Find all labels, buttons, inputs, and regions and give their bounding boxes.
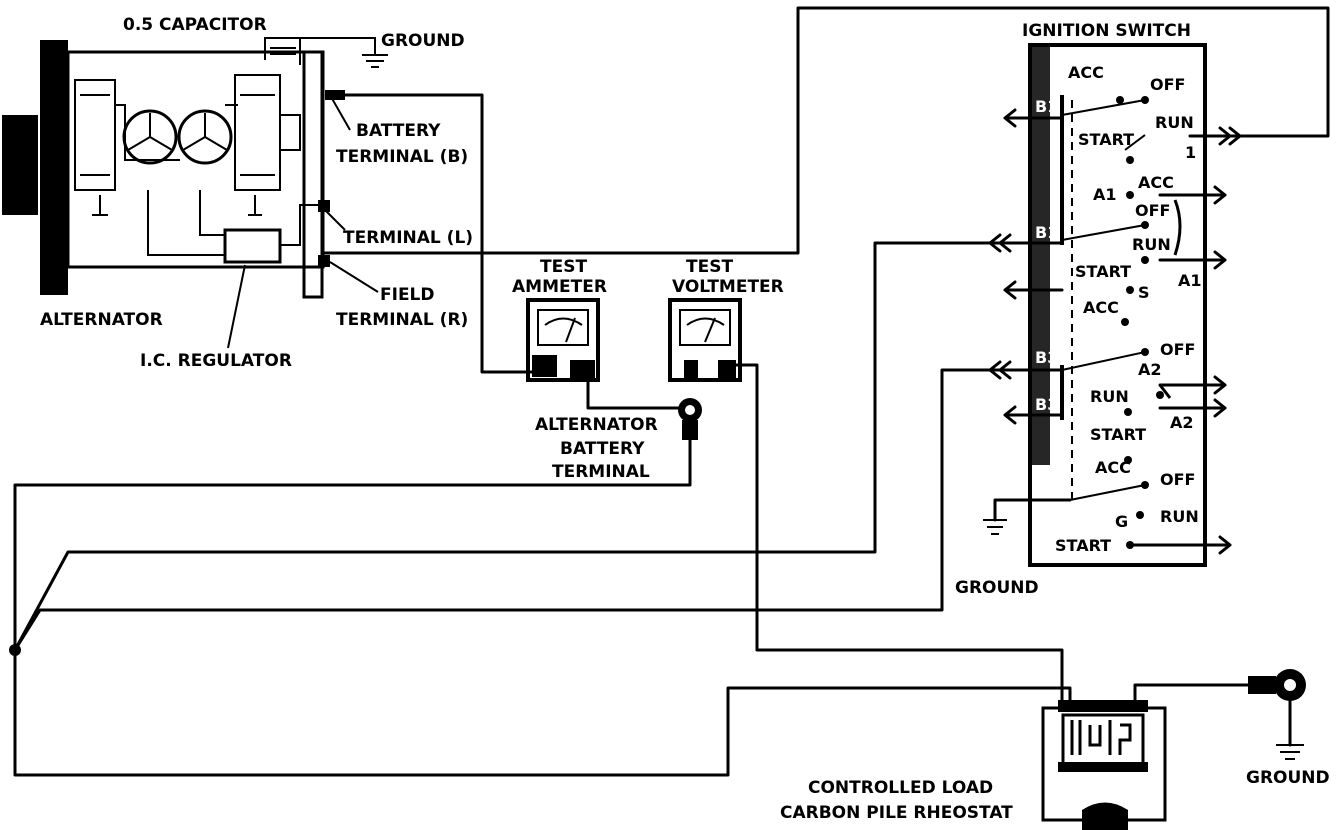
alt-batt-terminal-label-1: ALTERNATOR bbox=[535, 415, 658, 435]
sw-off-3: OFF bbox=[1160, 340, 1195, 359]
field-terminal-label-2: TERMINAL (R) bbox=[336, 310, 468, 330]
alternator-battery-terminal-connector bbox=[678, 398, 702, 440]
test-voltmeter-label-1: TEST bbox=[686, 257, 733, 277]
sw-a2-top: A2 bbox=[1138, 360, 1162, 379]
ground-label-rheostat: GROUND bbox=[1246, 768, 1330, 788]
ic-regulator-box bbox=[223, 228, 282, 264]
wire-junction bbox=[9, 644, 21, 656]
ic-regulator-label: I.C. REGULATOR bbox=[140, 351, 292, 371]
ground-clamp bbox=[1248, 669, 1306, 760]
sw-run-2: RUN bbox=[1132, 235, 1171, 254]
sw-a2-bot: A2 bbox=[1170, 413, 1194, 432]
sw-off-4: OFF bbox=[1160, 470, 1195, 489]
test-voltmeter-label-2: VOLTMETER bbox=[672, 277, 784, 297]
alternator-end-frame bbox=[40, 40, 68, 295]
capacitor bbox=[264, 37, 376, 65]
sw-start-4: START bbox=[1055, 536, 1111, 555]
sw-a1-left: A1 bbox=[1093, 185, 1117, 204]
sw-acc-2: ACC bbox=[1138, 173, 1174, 192]
sw-off-2: OFF bbox=[1135, 201, 1170, 220]
alt-batt-terminal-label-2: BATTERY bbox=[560, 439, 645, 459]
stator-windings bbox=[115, 104, 238, 165]
test-ammeter bbox=[526, 298, 600, 382]
ground-label-top: GROUND bbox=[381, 31, 465, 51]
test-voltmeter bbox=[668, 298, 742, 382]
sw-start-3: START bbox=[1090, 425, 1146, 444]
alternator-label: ALTERNATOR bbox=[40, 310, 163, 330]
sw-run-3: RUN bbox=[1090, 387, 1129, 406]
load-label-1: CONTROLLED LOAD bbox=[808, 778, 993, 798]
alt-batt-terminal-label-3: TERMINAL bbox=[552, 462, 650, 482]
test-ammeter-label-2: AMMETER bbox=[512, 277, 607, 297]
load-label-2: CARBON PILE RHEOSTAT bbox=[780, 803, 1013, 823]
field-terminal-label-1: FIELD bbox=[380, 285, 435, 305]
sw-s: S bbox=[1138, 283, 1150, 302]
ignition-switch-label: IGNITION SWITCH bbox=[1022, 21, 1191, 41]
sw-b1-mid: B1 bbox=[1035, 223, 1058, 242]
wiring bbox=[13, 6, 1330, 777]
ignition-switch bbox=[988, 43, 1242, 567]
battery-terminal-label-2: TERMINAL (B) bbox=[336, 147, 468, 167]
sw-g: G bbox=[1115, 512, 1128, 531]
sw-acc-1: ACC bbox=[1068, 63, 1104, 82]
ground-symbol-top bbox=[362, 54, 388, 68]
sw-a1-right: A1 bbox=[1178, 271, 1202, 290]
rheostat-knob bbox=[1082, 802, 1128, 830]
sw-b3-top: B3 bbox=[1035, 348, 1058, 367]
sw-start-2: START bbox=[1075, 262, 1131, 281]
sw-acc-4: ACC bbox=[1095, 458, 1131, 477]
alternator-pulley bbox=[2, 115, 38, 215]
sw-b1-top: B1 bbox=[1035, 97, 1058, 116]
alternator-housing bbox=[66, 50, 325, 269]
ground-label-switch: GROUND bbox=[955, 578, 1039, 598]
carbon-pile-rheostat bbox=[1041, 700, 1167, 830]
sw-run-4: RUN bbox=[1160, 507, 1199, 526]
capacitor-label: 0.5 CAPACITOR bbox=[123, 15, 267, 35]
terminal-l-label: TERMINAL (L) bbox=[343, 228, 473, 248]
sw-acc-3: ACC bbox=[1083, 298, 1119, 317]
sw-start-1: START bbox=[1078, 130, 1134, 149]
alternator bbox=[2, 40, 325, 299]
sw-run-1: RUN bbox=[1155, 113, 1194, 132]
test-ammeter-label-1: TEST bbox=[540, 257, 587, 277]
sw-b3-bot: B3 bbox=[1035, 395, 1058, 414]
battery-terminal-label-1: BATTERY bbox=[356, 121, 441, 141]
ground-symbol-switch bbox=[983, 519, 1007, 535]
sw-one: 1 bbox=[1185, 143, 1196, 162]
sw-off-1: OFF bbox=[1150, 75, 1185, 94]
